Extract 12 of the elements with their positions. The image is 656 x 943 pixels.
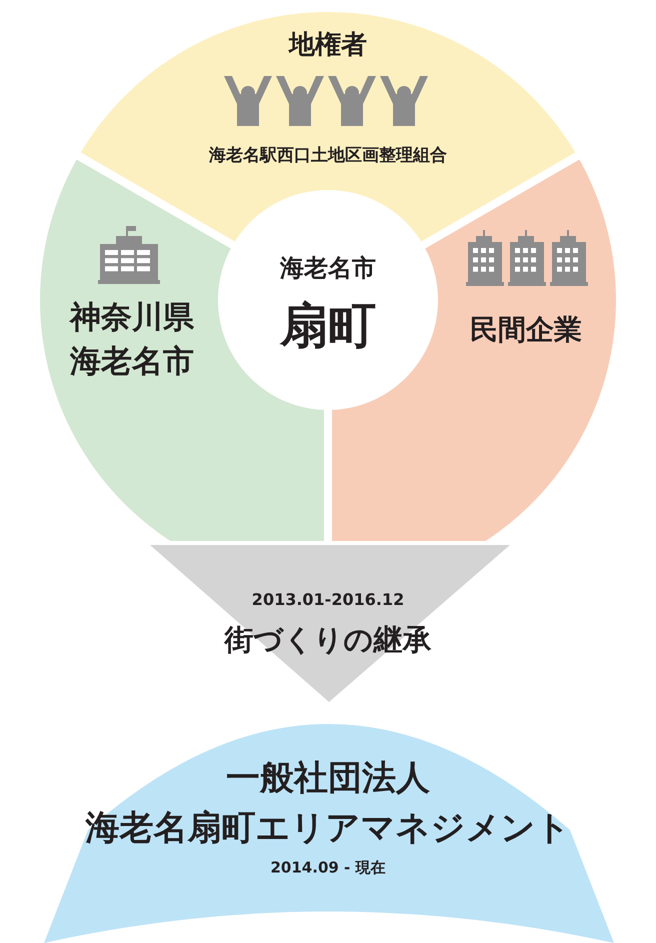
date-range: 2014.09 - 現在 [270,860,386,876]
organization-name: 一般社団法人 [226,761,430,795]
city-name: 海老名市 [280,256,376,280]
district-name: 扇町 [280,302,376,350]
date-range: 2013.01-2016.12 [252,592,404,608]
organization-name: 海老名駅西口土地区画整理組合 [209,148,447,164]
group-heading: 民間企業 [470,316,582,344]
succession-text: 街づくりの継承 [224,626,432,654]
organization-name: 海老名扇町エリアマネジメント [86,811,570,845]
group-heading: 地権者 [289,32,367,58]
group-heading: 神奈川県 [70,302,194,334]
group-heading: 海老名市 [70,346,194,378]
